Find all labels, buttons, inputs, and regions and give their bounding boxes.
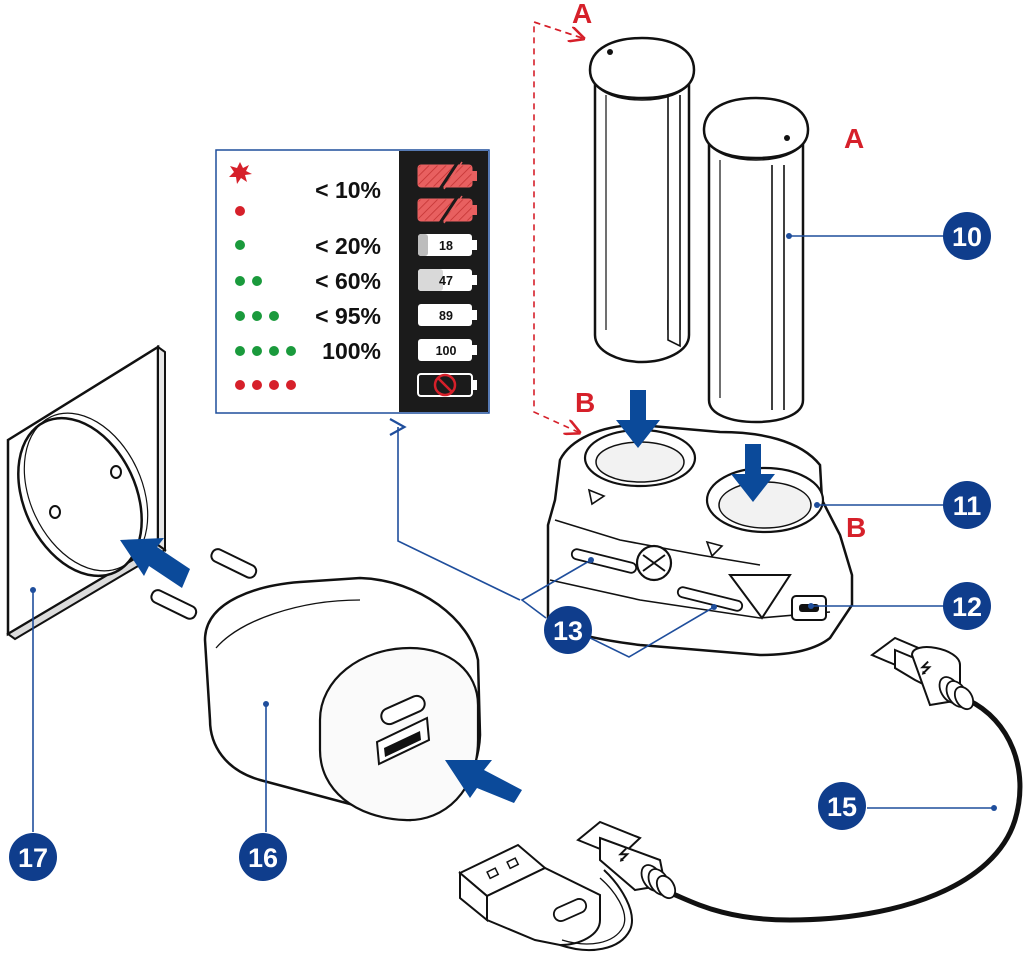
battery-18-icon: 18 [418,234,477,256]
battery-level-text: 18 [439,239,453,253]
battery-empty-icon [417,195,477,224]
battery-right [702,96,810,424]
leader-lines [32,235,994,832]
label-a-dashed: A [572,0,592,29]
svg-text:12: 12 [952,592,982,622]
legend-percent: < 20% [315,233,381,259]
legend-percent: < 95% [315,303,381,329]
battery-level-text: 47 [439,274,453,288]
battery-level-text: 89 [439,309,453,323]
battery-empty-icon [417,161,477,190]
led-dots-2 [235,276,262,286]
legend-percent: < 10% [315,177,381,203]
callout-16: 16 [239,833,287,881]
callout-17: 17 [9,833,57,881]
charging-base [546,423,854,657]
battery-100-icon: 100 [418,339,477,361]
svg-text:11: 11 [953,491,982,521]
wall-socket [6,344,167,641]
insert-arrow-base-right [731,444,775,502]
callout-10: 10 [943,212,991,260]
label-a-battery: A [844,123,864,154]
wall-adapter [150,548,482,822]
led-legend: < 10% < 20% < 60% < 95% 100% 18 4 [215,149,490,414]
led-dots-4-red [235,380,296,390]
insert-arrow-base-left [616,390,660,448]
led-dots-3 [235,311,279,321]
leader-dots [30,233,997,811]
battery-left [588,36,696,364]
battery-89-icon: 89 [418,304,477,326]
usb-cable: ⭍ ⭍ [458,636,1023,951]
led-dot [235,206,245,216]
dashed-insert-path [533,20,582,432]
battery-fault-icon [417,373,477,397]
svg-text:13: 13 [553,616,583,646]
svg-text:⭍: ⭍ [920,660,932,676]
callout-15: 15 [818,782,866,830]
insert-arrow-adapter [445,760,522,803]
legend-percent: < 60% [315,268,381,294]
led-dot [235,240,245,250]
svg-text:⭍: ⭍ [618,847,630,863]
battery-level-text: 100 [436,344,457,358]
label-b-dashed: B [575,387,595,418]
svg-text:16: 16 [248,843,278,873]
battery-47-icon: 47 [418,269,477,291]
callout-13: 13 [544,606,592,654]
insert-arrow-socket [120,538,190,588]
svg-text:10: 10 [952,222,982,252]
callout-11: 11 [943,481,991,529]
callout-12: 12 [943,582,991,630]
svg-text:15: 15 [827,792,857,822]
led-flash-icon [229,162,252,184]
legend-percent: 100% [322,338,381,364]
svg-text:17: 17 [18,843,48,873]
label-b-base: B [846,512,866,543]
led-dots-4-green [235,346,296,356]
